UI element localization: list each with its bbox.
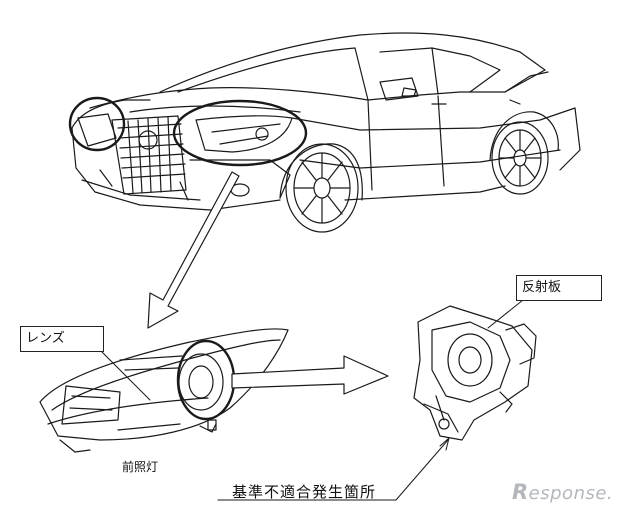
response-watermark: Response. bbox=[512, 480, 613, 504]
defect-arrowhead bbox=[439, 437, 450, 451]
headlamp-label: 前照灯 bbox=[122, 460, 159, 474]
reflector-illustration bbox=[413, 305, 537, 441]
defect-underline bbox=[217, 439, 449, 501]
arrow-to-reflector bbox=[231, 355, 389, 395]
watermark-lead: R bbox=[512, 480, 529, 504]
reflector-label: 反射板 bbox=[516, 275, 602, 301]
car-headlamp-right-highlight bbox=[172, 99, 308, 167]
headlamp-illustration bbox=[39, 328, 289, 453]
headlamp-lens-highlight bbox=[176, 339, 236, 421]
arrow-to-headlamp bbox=[147, 171, 240, 329]
car-headlamp-left-highlight bbox=[68, 96, 126, 152]
lens-label: レンズ bbox=[20, 326, 104, 352]
reflector-leader-line bbox=[487, 295, 529, 329]
car-illustration bbox=[71, 32, 581, 233]
watermark-rest: esponse. bbox=[528, 483, 614, 504]
defect-location-label: 基準不適合発生箇所 bbox=[232, 483, 377, 501]
